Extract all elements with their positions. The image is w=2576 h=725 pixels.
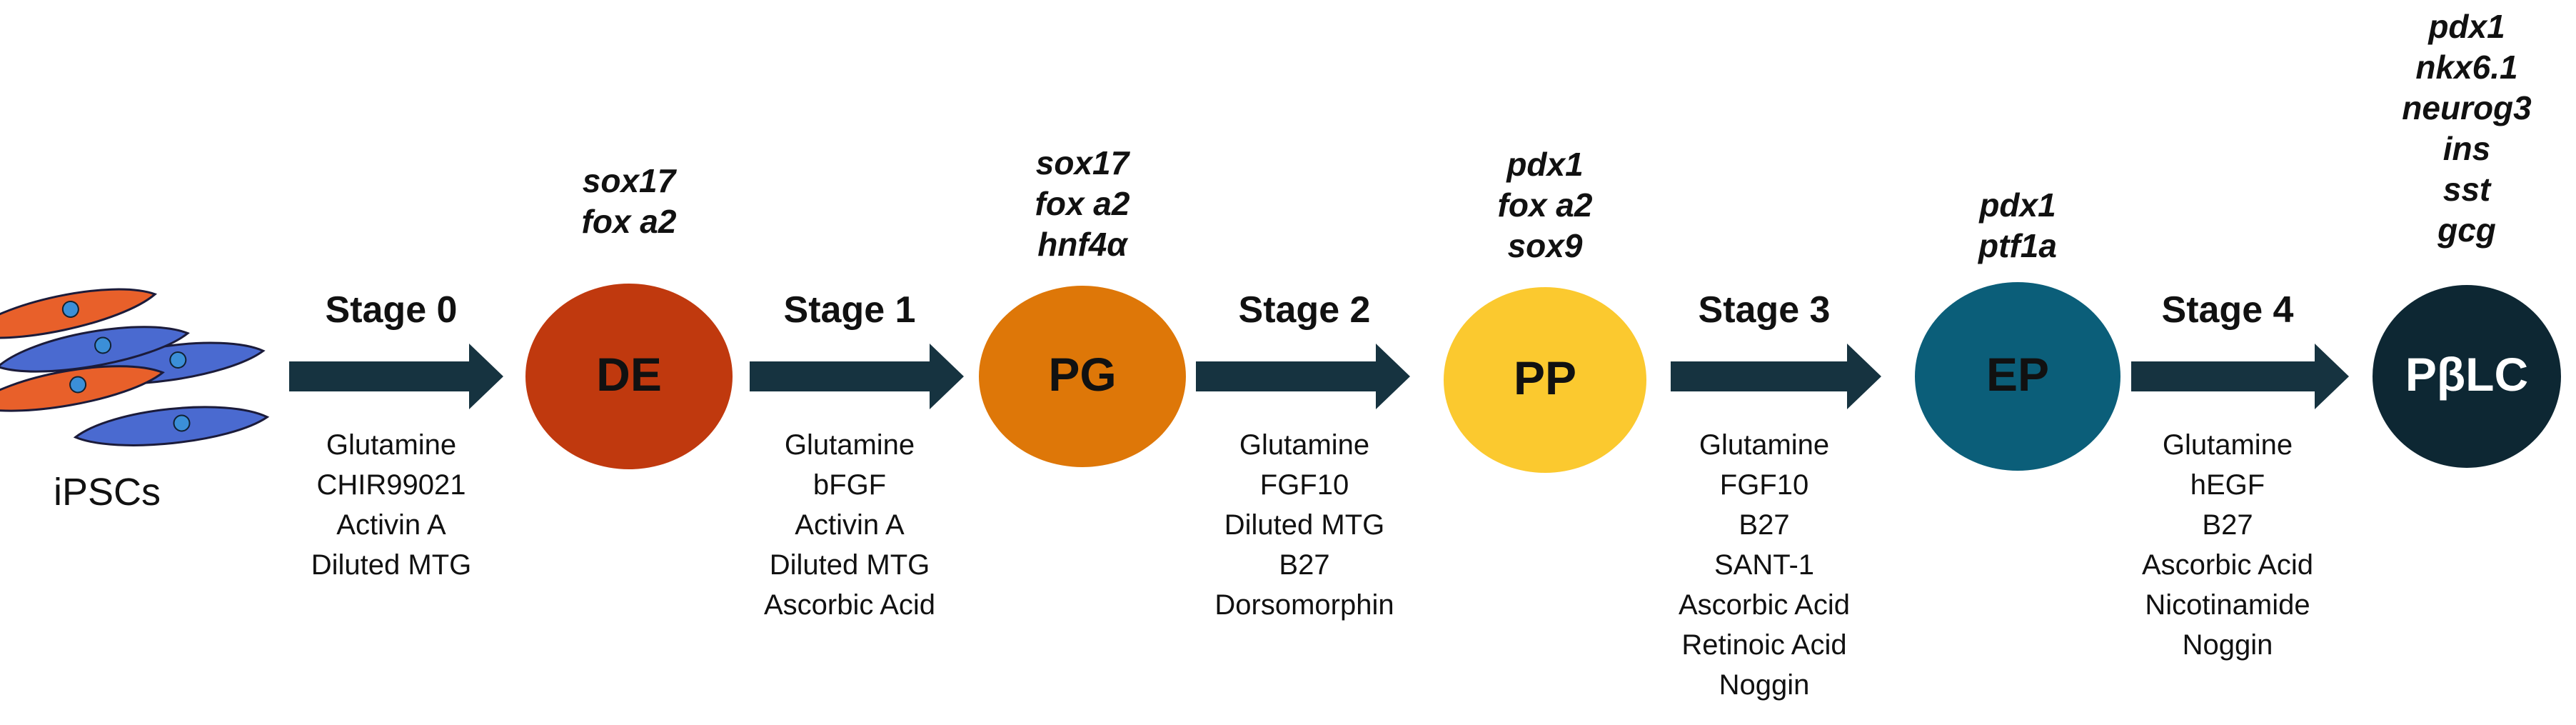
marker-gene: gcg — [2437, 211, 2496, 249]
marker-gene: ptf1a — [1978, 227, 2057, 264]
stage-label: Stage 4 — [2161, 289, 2294, 331]
cell-nucleus — [173, 414, 191, 432]
cell-nucleus — [94, 336, 112, 354]
stage-arrows — [289, 344, 2349, 409]
stage-arrow — [289, 344, 503, 409]
marker-gene: fox a2 — [581, 203, 677, 240]
stage-factor: SANT-1 — [1714, 549, 1815, 581]
cell-shape — [0, 326, 190, 373]
marker-gene: pdx1 — [1979, 186, 2056, 224]
cell-nucleus — [169, 351, 187, 369]
stage-factor: Glutamine — [1239, 429, 1370, 461]
cell-shape — [0, 288, 157, 339]
cell-body — [73, 406, 270, 446]
stage-arrow — [750, 344, 964, 409]
stage-factor: CHIR99021 — [316, 469, 466, 501]
cell-body — [0, 288, 157, 339]
stage-factor: Glutamine — [1699, 429, 1830, 461]
marker-gene: sox9 — [1507, 227, 1583, 264]
cells-icon — [0, 288, 270, 446]
cell-body — [0, 365, 165, 412]
stage-arrow — [1671, 344, 1881, 409]
stage-node-de — [525, 284, 733, 469]
cell-shape — [0, 365, 165, 412]
marker-gene: fox a2 — [1035, 185, 1130, 222]
marker-gene: hnf4α — [1037, 226, 1127, 263]
node-label: PG — [1048, 348, 1117, 401]
stage-factor: B27 — [1279, 549, 1330, 581]
stage-factor: Noggin — [1719, 669, 1810, 701]
stage-factor: Ascorbic Acid — [1678, 589, 1851, 621]
stage-arrow — [2131, 344, 2349, 409]
stage-label: Stage 0 — [325, 289, 458, 331]
stage-factor: Activin A — [336, 509, 446, 541]
cell-nucleus — [61, 300, 79, 318]
stage-factor: B27 — [1739, 509, 1790, 541]
marker-gene: ins — [2442, 130, 2491, 167]
node-label: PβLC — [2405, 348, 2529, 401]
stage-nodes — [525, 282, 2561, 473]
cell-shape — [73, 406, 270, 446]
stage-factor: Activin A — [795, 509, 905, 541]
stage-factor: Glutamine — [326, 429, 457, 461]
source-label: iPSCs — [53, 471, 161, 514]
stage-factor: Diluted MTG — [1224, 509, 1385, 541]
marker-gene: sox17 — [1035, 144, 1129, 181]
cell-body — [0, 326, 190, 373]
node-label: DE — [596, 348, 662, 401]
stage-factor: Ascorbic Acid — [763, 589, 936, 621]
marker-gene: sox17 — [582, 162, 676, 199]
marker-gene: pdx1 — [1506, 146, 1584, 183]
stage-factor: Diluted MTG — [769, 549, 930, 581]
marker-gene: fox a2 — [1497, 186, 1593, 224]
stage-factor: Diluted MTG — [311, 549, 472, 581]
marker-gene: pdx1 — [2428, 8, 2505, 45]
node-label: EP — [1986, 348, 2050, 401]
stage-factor: Dorsomorphin — [1214, 589, 1394, 621]
stage-factor: FGF10 — [1259, 469, 1349, 501]
stage-factor: Glutamine — [784, 429, 915, 461]
stage-node-pp — [1444, 287, 1646, 473]
stage-factor: Glutamine — [2162, 429, 2293, 461]
stage-factor: FGF10 — [1719, 469, 1809, 501]
stage-label: Stage 2 — [1238, 289, 1371, 331]
marker-gene: neurog3 — [2402, 89, 2532, 126]
stage-factor: Retinoic Acid — [1681, 629, 1847, 661]
stage-factor: hEGF — [2190, 469, 2265, 501]
stage-label: Stage 1 — [783, 289, 916, 331]
stage-factor: B27 — [2202, 509, 2253, 541]
cell-nucleus — [69, 376, 87, 394]
stage-factor: Noggin — [2182, 629, 2273, 661]
stage-factor: bFGF — [812, 469, 887, 501]
marker-gene: sst — [2442, 171, 2491, 208]
stage-factor: Nicotinamide — [2145, 589, 2310, 621]
stage-node-pg — [979, 286, 1186, 467]
stage-factor: Ascorbic Acid — [2141, 549, 2314, 581]
node-label: PP — [1513, 351, 1577, 404]
stage-node-plc — [2373, 285, 2561, 468]
stage-node-ep — [1915, 282, 2120, 471]
marker-gene: nkx6.1 — [2415, 49, 2518, 86]
stage-label: Stage 3 — [1698, 289, 1831, 331]
stage-arrow — [1196, 344, 1410, 409]
